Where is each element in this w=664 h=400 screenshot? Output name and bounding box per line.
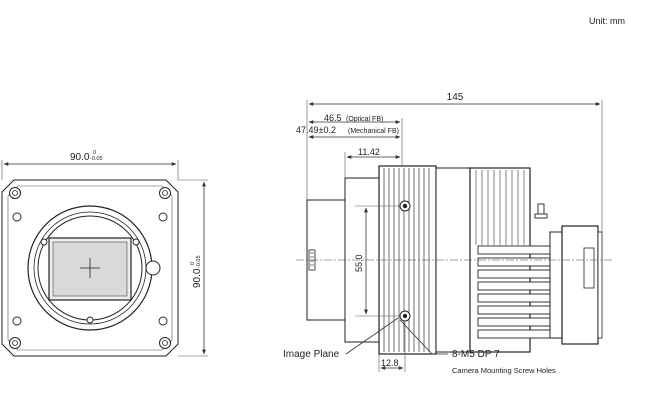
optical-fb-value: 46.5	[324, 113, 342, 123]
mechanical-fb-value: 47.49±0.2	[296, 125, 336, 135]
front-width-dimension: 90.0	[70, 152, 90, 163]
screw-spec-label: 8-M5 DP 7	[452, 349, 500, 360]
overall-length-dimension: 145	[447, 92, 464, 103]
front-height-tol-upper: 0	[190, 262, 196, 265]
hole-depth-offset-dimension: 12.8	[381, 358, 399, 368]
side-view: 145 46.5 (Optical FB) 47.49±0.2 (Mechani…	[283, 92, 612, 375]
front-view: 90.0 0 -0.05 90.0 0 -0.05	[1, 150, 208, 357]
front-width-tol-upper: 0	[93, 150, 96, 156]
unit-label: Unit: mm	[589, 16, 625, 26]
front-height-tol-lower: -0.05	[196, 255, 202, 268]
front-height-dimension: 90.0	[192, 268, 203, 288]
front-width-tol-lower: -0.05	[90, 156, 103, 162]
heatsink-texture	[475, 170, 525, 245]
corner-screw-icon	[9, 187, 171, 349]
image-plane-label: Image Plane	[283, 349, 340, 360]
hole-spacing-dimension: 55.0	[354, 254, 364, 272]
mechanical-fb-label: (Mechanical FB)	[348, 128, 399, 135]
mount-screw-hole-icon	[399, 200, 411, 322]
screw-note-label: Camera Mounting Screw Holes	[452, 366, 556, 375]
flange-offset-dimension: 11.42	[358, 147, 380, 157]
optical-fb-label: (Optical FB)	[346, 116, 383, 123]
